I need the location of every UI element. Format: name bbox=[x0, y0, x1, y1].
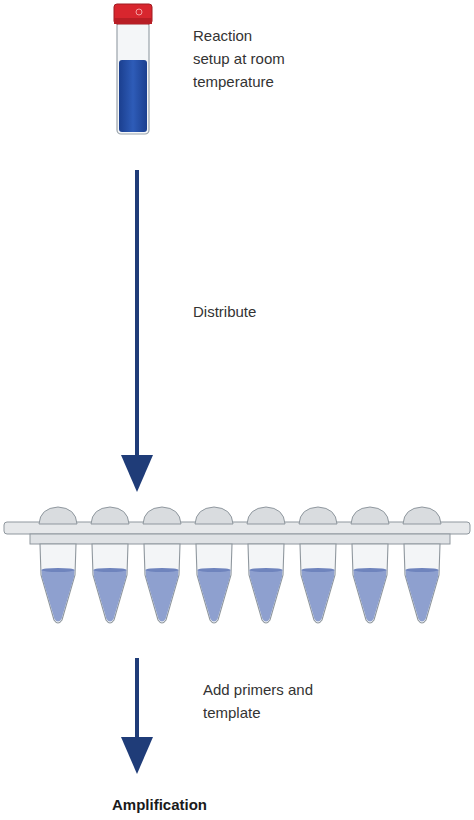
tube-cap bbox=[247, 507, 285, 524]
pcr-tube bbox=[300, 544, 336, 623]
liquid-surface bbox=[406, 568, 439, 572]
tube-liquid bbox=[42, 570, 75, 622]
liquid-surface bbox=[42, 568, 75, 572]
tube-liquid bbox=[406, 570, 439, 622]
pcr-tube bbox=[40, 544, 76, 623]
liquid-surface bbox=[250, 568, 283, 572]
step-label: Add primers and template bbox=[203, 678, 323, 724]
step-label: Distribute bbox=[193, 300, 353, 323]
reaction-tube bbox=[114, 4, 152, 134]
pcr-tube bbox=[404, 544, 440, 623]
result-label: Amplification bbox=[112, 793, 312, 816]
tube-cap bbox=[403, 507, 441, 524]
liquid-surface bbox=[302, 568, 335, 572]
tube-liquid bbox=[94, 570, 127, 622]
liquid-surface bbox=[146, 568, 179, 572]
liquid-surface bbox=[354, 568, 387, 572]
tube-liquid bbox=[250, 570, 283, 622]
tube-cap bbox=[39, 507, 77, 524]
pcr-tube bbox=[144, 544, 180, 623]
step-note: Reaction setup at room temperature bbox=[193, 24, 293, 93]
tube-liquid bbox=[146, 570, 179, 622]
tube-cap bbox=[351, 507, 389, 524]
tube-cap bbox=[299, 507, 337, 524]
tube-liquid bbox=[198, 570, 231, 622]
pcr-tube bbox=[352, 544, 388, 623]
flow-arrow bbox=[121, 658, 153, 774]
tube-cap bbox=[91, 507, 129, 524]
tube-liquid bbox=[302, 570, 335, 622]
liquid-surface bbox=[94, 568, 127, 572]
liquid-surface bbox=[198, 568, 231, 572]
tube-strip bbox=[4, 507, 470, 623]
tube-liquid bbox=[354, 570, 387, 622]
pcr-tube bbox=[248, 544, 284, 623]
flow-arrow bbox=[121, 170, 153, 492]
tube-cap bbox=[143, 507, 181, 524]
pcr-tube bbox=[196, 544, 232, 623]
tube-cap bbox=[195, 507, 233, 524]
pcr-tube bbox=[92, 544, 128, 623]
